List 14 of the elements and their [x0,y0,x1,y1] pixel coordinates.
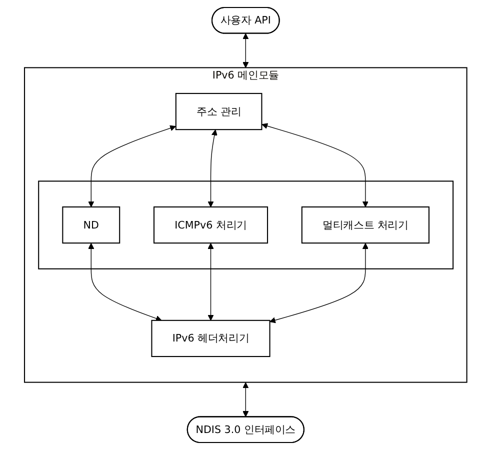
arrow [242,382,250,417]
node-box: IPv6 헤더처리기 [152,320,271,358]
arrow [88,243,162,322]
arrow [208,130,218,208]
node-box: ND [62,206,120,244]
node-box: 멀티캐스트 처리기 [302,206,430,244]
arrow [242,33,250,68]
node-box: ICMPv6 처리기 [154,206,268,244]
arrow [88,125,176,208]
arrow [262,123,369,208]
arrow [208,243,214,321]
node-box: 주소 관리 [176,92,263,130]
arrow [270,243,369,324]
cluster [38,180,454,270]
